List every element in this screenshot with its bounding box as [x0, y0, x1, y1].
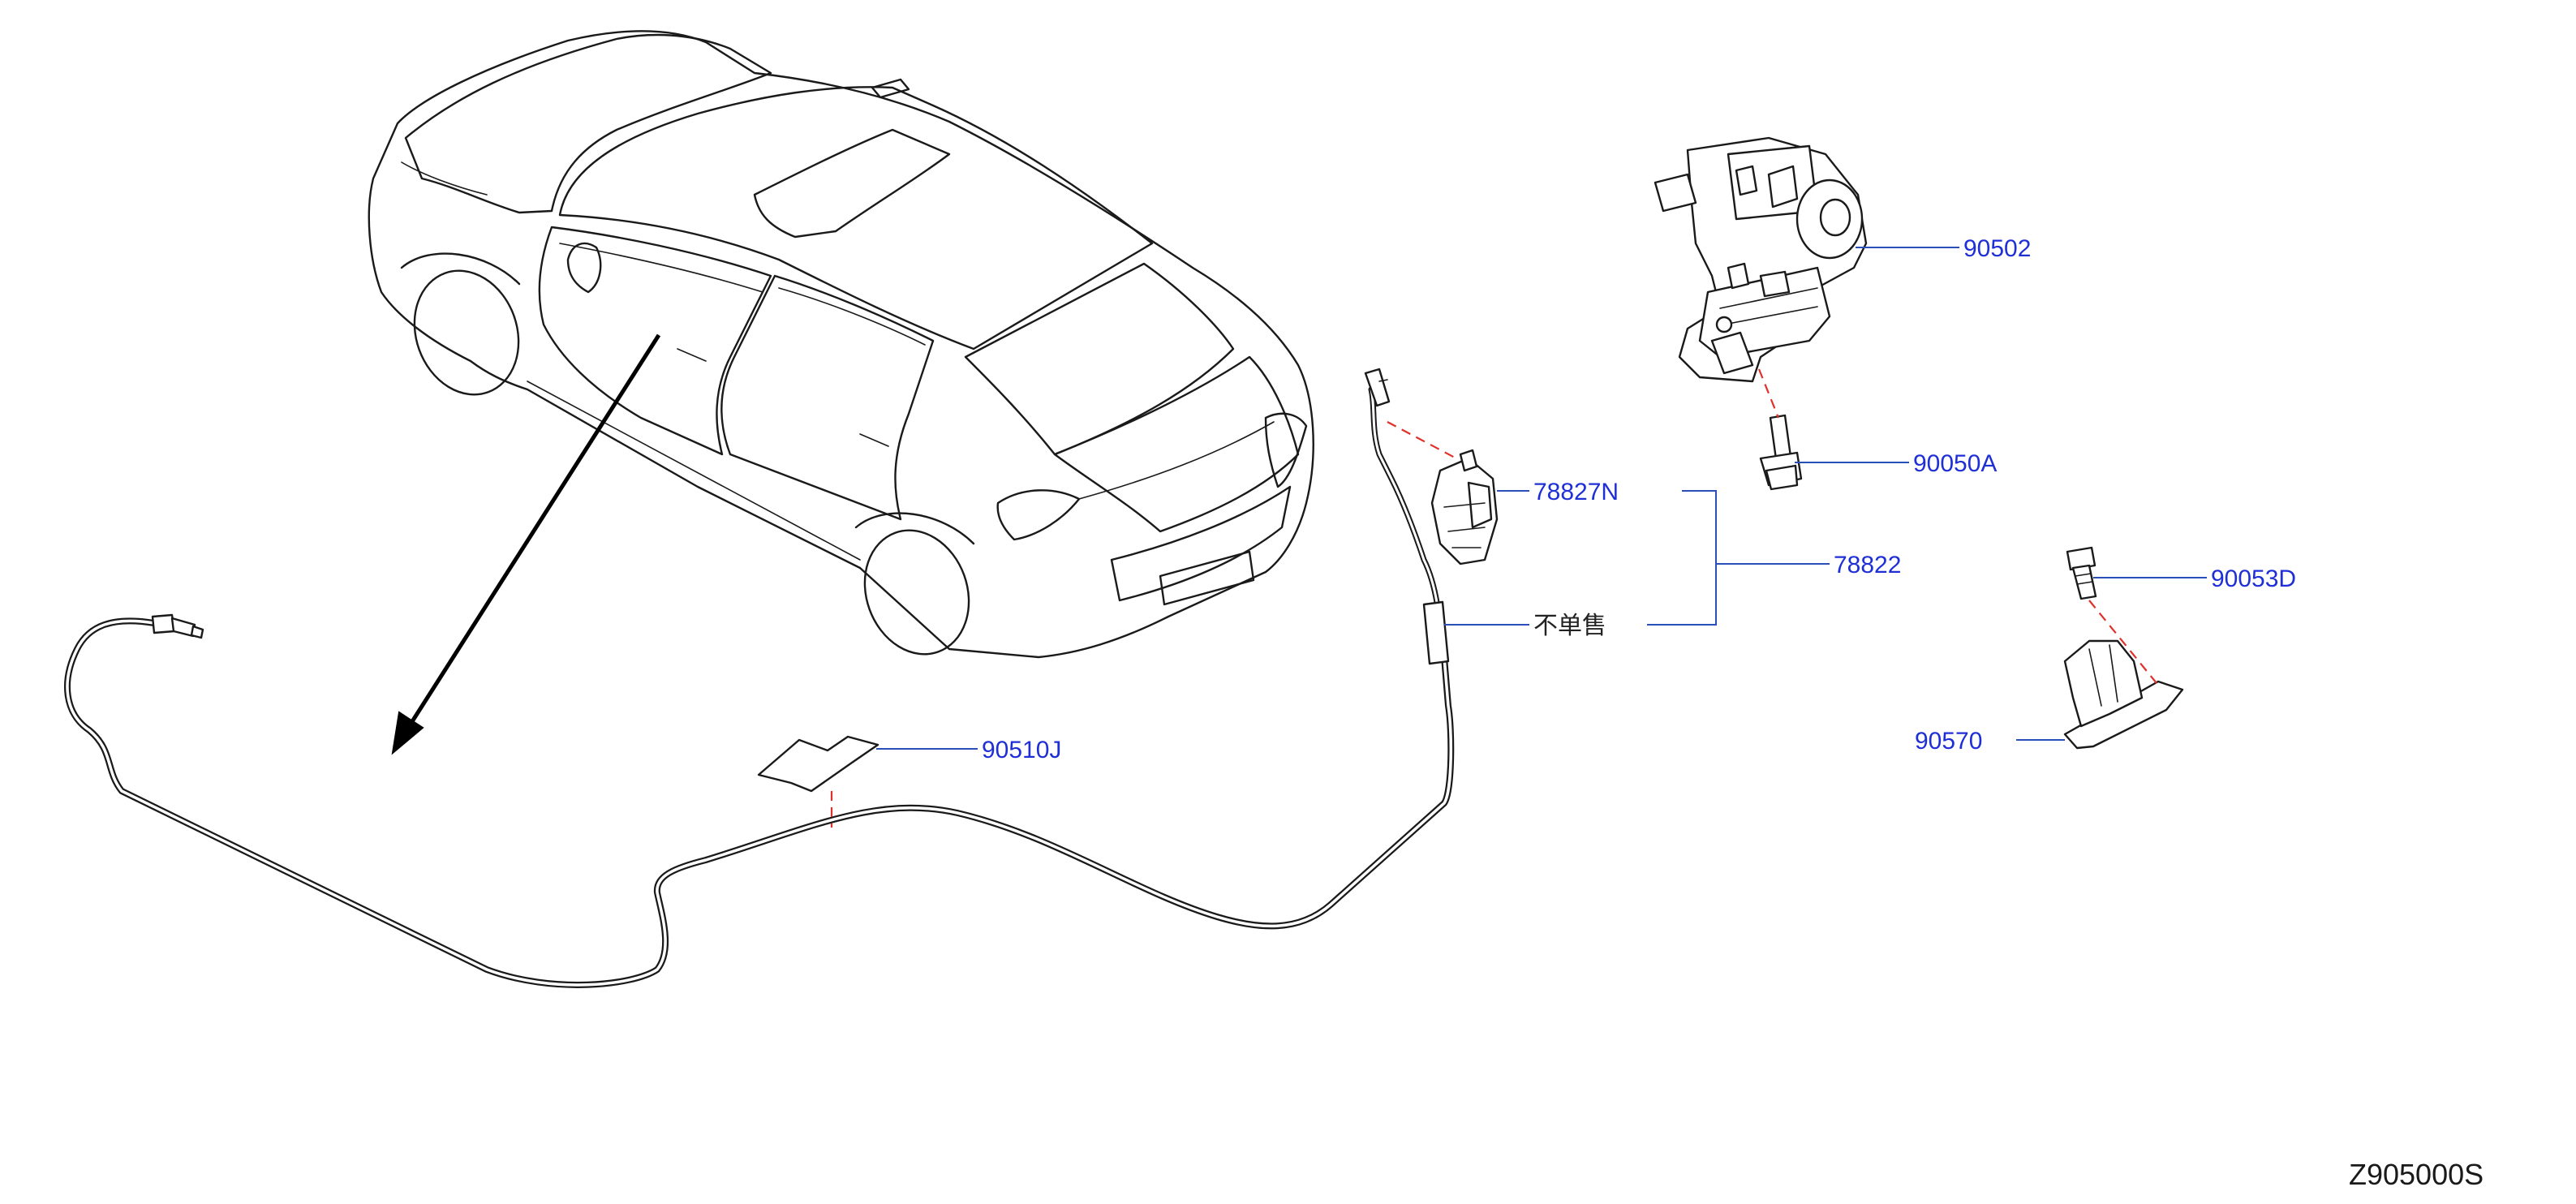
callout-90510J: 90510J: [982, 737, 1061, 763]
callout-90053D: 90053D: [2211, 565, 2296, 592]
leader-lines: [876, 247, 2207, 750]
part-78827N-handle: [1430, 449, 1499, 565]
part-90502-actuator: [1654, 136, 1868, 383]
vehicle-illustration: [368, 30, 1314, 659]
callout-78827N: 78827N: [1533, 479, 1619, 505]
callout-90502: 90502: [1963, 235, 2031, 262]
callout-90570: 90570: [1915, 728, 1982, 755]
note-not-sold-separately: 不单售: [1533, 612, 1606, 640]
part-90050A-bolt: [1759, 414, 1803, 491]
part-90510J-pad: [757, 735, 879, 793]
assembly-dash-lines: [830, 368, 2157, 828]
location-arrow: [391, 333, 661, 755]
diagram-code: Z905000S: [2349, 1158, 2484, 1191]
callout-90050A: 90050A: [1913, 450, 1997, 477]
part-90570-stopper: [2063, 639, 2184, 750]
release-cable: [64, 368, 1455, 988]
part-90053D-screw: [2066, 546, 2097, 600]
callout-78822: 78822: [1834, 552, 1901, 578]
